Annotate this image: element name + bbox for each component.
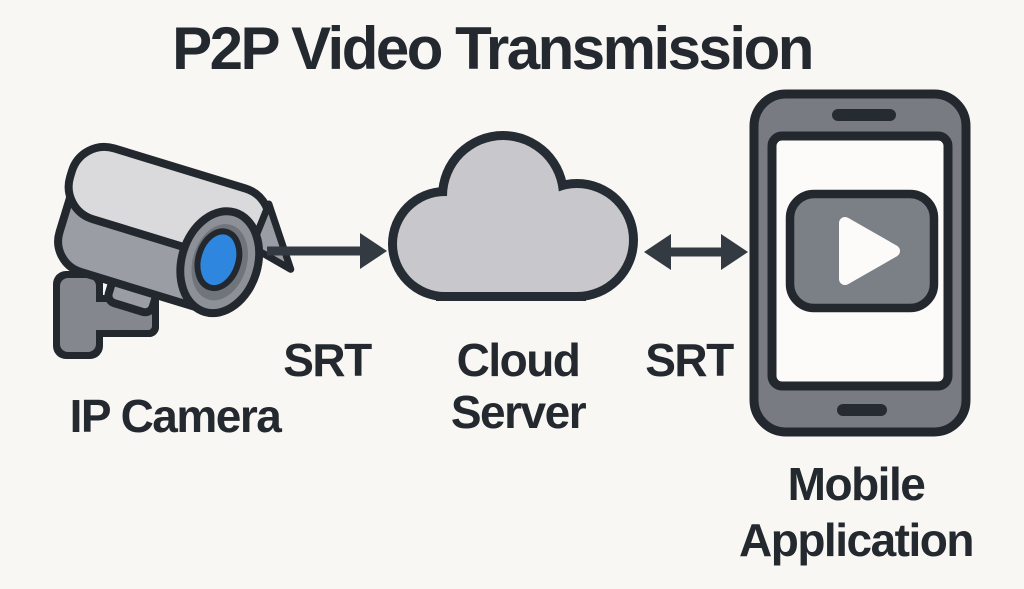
cloud-to-mobile-double-arrow [644, 234, 748, 270]
srt-protocol-label-left: SRT [283, 334, 372, 386]
mobile-application-label: Mobile Application [696, 456, 1016, 568]
mobile-application-label-line1: Mobile [787, 458, 926, 510]
diagram-title: P2P Video Transmission [172, 15, 814, 82]
camera-lens-blue [194, 228, 243, 292]
camera-to-cloud-arrow [267, 233, 387, 269]
play-icon [839, 217, 900, 285]
security-camera-icon [30, 128, 320, 378]
phone-home-button [837, 404, 887, 416]
cloud-server-label: Cloud Server [398, 334, 638, 438]
srt-protocol-label-right: SRT [645, 334, 734, 386]
smartphone-video-icon [748, 88, 976, 440]
cloud-fill [397, 140, 629, 292]
cloud-server-label-line1: Cloud [456, 334, 581, 386]
phone-speaker-slot [832, 109, 896, 121]
mobile-application-label-line2: Application [739, 514, 974, 566]
ip-camera-label: IP Camera [69, 390, 282, 442]
cloud-server-label-line2: Server [450, 386, 587, 438]
cloud-icon [385, 130, 655, 315]
